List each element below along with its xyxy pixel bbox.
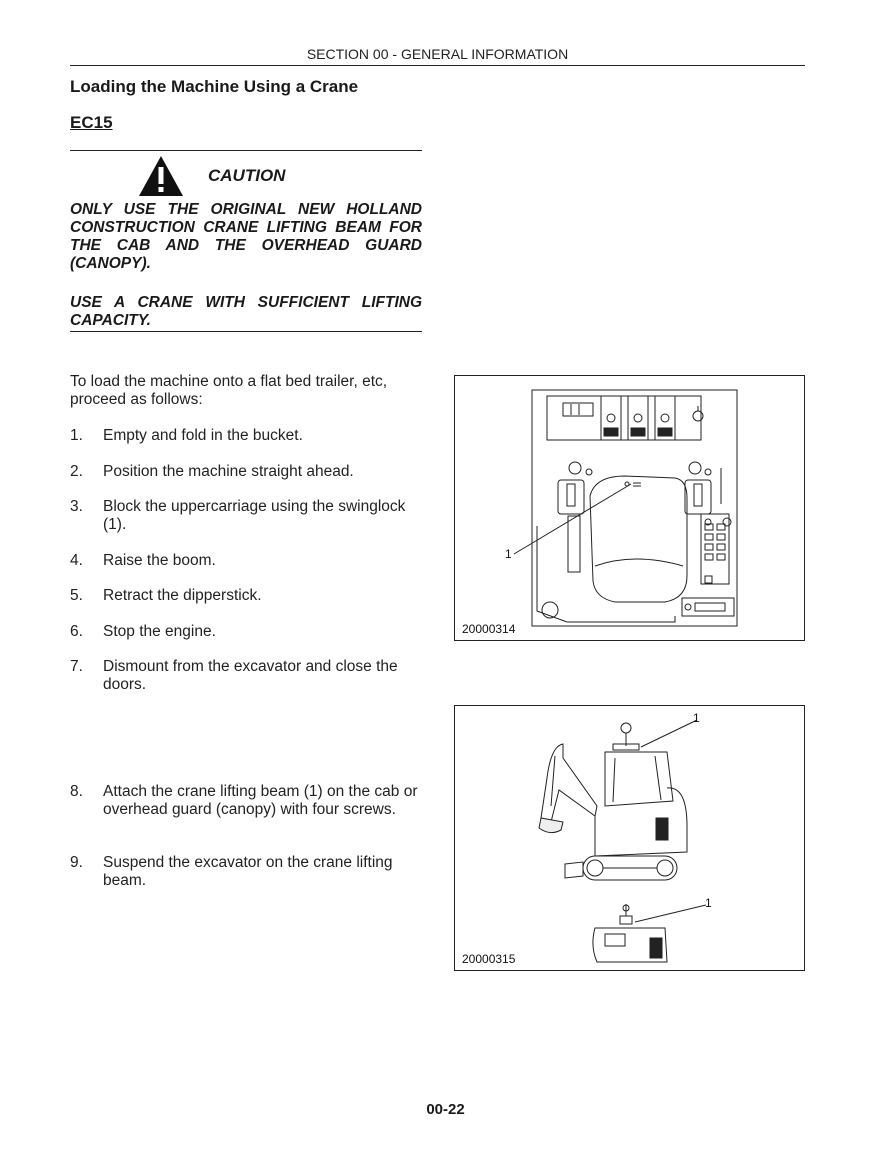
step-text: Retract the dipperstick. (103, 587, 262, 604)
page-title: Loading the Machine Using a Crane (70, 77, 359, 96)
warning-triangle-icon (139, 156, 183, 196)
step-text: Position the machine straight ahead. (103, 463, 354, 480)
section-header: SECTION 00 - GENERAL INFORMATION (70, 46, 805, 66)
callout-crane-beam-top: 1 (693, 711, 700, 725)
step-text: Stop the engine. (103, 623, 216, 640)
step-number: 1. (70, 427, 83, 444)
step-text: Dismount from the excavator and close th… (103, 658, 398, 693)
list-item: 9. Suspend the excavator on the crane li… (70, 854, 420, 890)
list-item: 8. Attach the crane lifting beam (1) on … (70, 783, 420, 819)
list-item: 2. Position the machine straight ahead. (70, 463, 420, 481)
figure-reference: 20000315 (462, 952, 516, 966)
caution-text-capacity: USE A CRANE WITH SUFFICIENT LIFTING CAPA… (70, 294, 422, 329)
list-item: 5. Retract the dipperstick. (70, 587, 420, 605)
model-heading: EC15 (70, 113, 113, 132)
step-number: 3. (70, 498, 83, 515)
step-text: Raise the boom. (103, 552, 216, 569)
caution-label: CAUTION (208, 166, 286, 185)
step-number: 6. (70, 623, 83, 640)
callout-swinglock: 1 (505, 547, 512, 561)
step-text: Block the uppercarriage using the swingl… (103, 498, 406, 533)
step-text: Suspend the excavator on the crane lifti… (103, 854, 393, 889)
step-text: Attach the crane lifting beam (1) on the… (103, 783, 418, 818)
list-item: 7. Dismount from the excavator and close… (70, 658, 420, 694)
excavator-illustration (538, 719, 707, 963)
figure-swinglock: 1 20000314 (454, 375, 805, 641)
step-number: 7. (70, 658, 83, 675)
page-number: 00-22 (426, 1101, 465, 1118)
list-item: 4. Raise the boom. (70, 552, 420, 570)
figure-crane-lifting: 1 1 20000315 (454, 705, 805, 971)
list-item: 1. Empty and fold in the bucket. (70, 427, 420, 445)
control-panel-illustration (513, 389, 738, 627)
step-text: Empty and fold in the bucket. (103, 427, 303, 444)
step-number: 2. (70, 463, 83, 480)
figure-reference: 20000314 (462, 622, 516, 636)
step-number: 9. (70, 854, 83, 871)
step-number: 8. (70, 783, 83, 800)
caution-text-beam: ONLY USE THE ORIGINAL NEW HOLLAND CONSTR… (70, 201, 422, 272)
list-item: 6. Stop the engine. (70, 623, 420, 641)
step-number: 4. (70, 552, 83, 569)
list-item: 3. Block the uppercarriage using the swi… (70, 498, 420, 534)
callout-crane-beam-bottom: 1 (705, 896, 712, 910)
step-number: 5. (70, 587, 83, 604)
intro-paragraph: To load the machine onto a flat bed trai… (70, 373, 388, 408)
caution-box: CAUTION ONLY USE THE ORIGINAL NEW HOLLAN… (70, 150, 422, 332)
